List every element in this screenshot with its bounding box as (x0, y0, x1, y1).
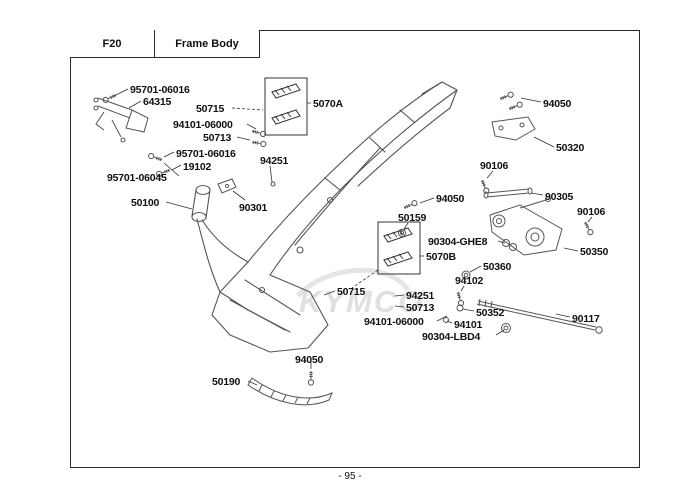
section-title: Frame Body (155, 30, 260, 58)
part-number-label: 94251 (260, 155, 289, 167)
part-number-label: 94050 (436, 193, 465, 205)
part-number-label: 50159 (398, 212, 427, 224)
part-number-label: 94102 (455, 275, 484, 287)
part-number-label: 90304-LBD4 (422, 331, 481, 343)
part-number-label: 50360 (483, 261, 512, 273)
part-number-label: 94101 (454, 319, 483, 331)
part-number-label: 95701-06016 (130, 84, 190, 96)
part-number-label: 50190 (212, 376, 241, 388)
title-block: F20 Frame Body (70, 30, 260, 58)
part-number-label: 95701-06045 (107, 172, 167, 184)
part-number-label: 90117 (572, 313, 600, 325)
part-number-label: 90106 (577, 206, 606, 218)
part-number-label: 94050 (295, 354, 324, 366)
part-number-label: 90304-GHE8 (428, 236, 488, 248)
part-number-label: 50715 (196, 103, 225, 115)
part-number-label: 50715 (337, 286, 366, 298)
part-number-label: 94101-06000 (364, 316, 424, 328)
part-number-label: 5070A (313, 98, 343, 110)
part-number-label: 5070B (426, 251, 456, 263)
part-number-label: 50713 (406, 302, 435, 314)
part-number-label: 64315 (143, 96, 172, 108)
part-number-label: 94251 (406, 290, 435, 302)
part-number-label: 90301 (239, 202, 268, 214)
page-number: - 95 - (338, 471, 362, 482)
section-code: F20 (70, 30, 155, 58)
part-number-label: 50100 (131, 197, 160, 209)
part-number-label: 50350 (580, 246, 609, 258)
part-number-label: 50713 (203, 132, 232, 144)
part-number-label: 50352 (476, 307, 505, 319)
part-number-label: 94101-06000 (173, 119, 233, 131)
part-number-label: 19102 (183, 161, 212, 173)
part-number-label: 94050 (543, 98, 572, 110)
part-number-label: 90106 (480, 160, 509, 172)
part-number-label: 95701-06016 (176, 148, 236, 160)
part-number-label: 90305 (545, 191, 574, 203)
part-number-label: 50320 (556, 142, 585, 154)
